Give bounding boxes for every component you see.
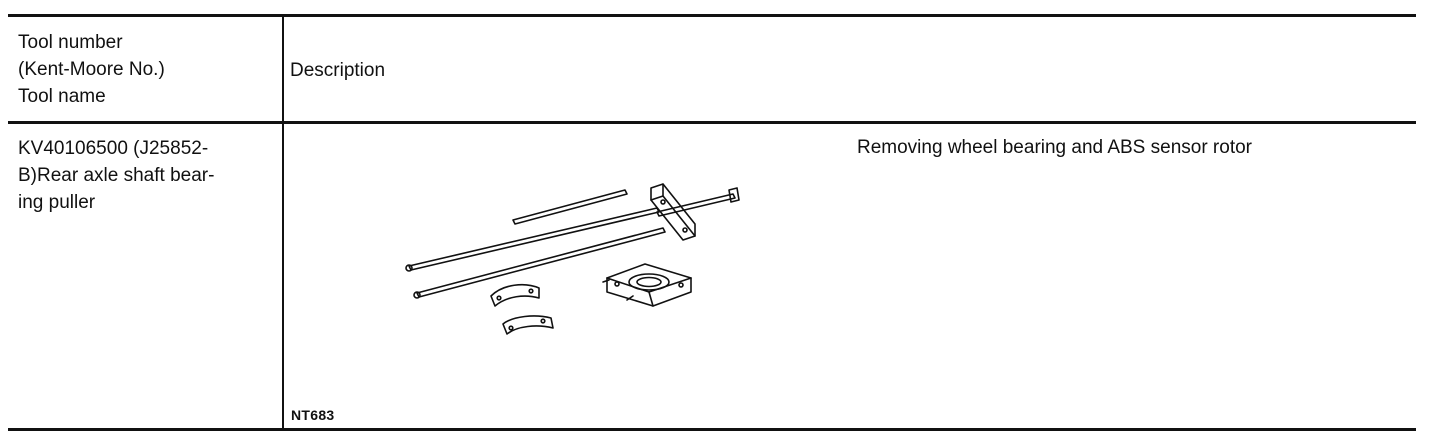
bottom-rule (8, 428, 1416, 431)
tool-line: KV40106500 (J25852- (18, 138, 209, 159)
top-rule (8, 14, 1416, 17)
bearing-puller-illustration (405, 183, 740, 335)
column-divider (282, 14, 284, 431)
header-tool-column: Tool number (Kent-Moore No.) Tool name (18, 29, 165, 110)
illustration-code: NT683 (291, 407, 335, 423)
tool-line: ing puller (18, 192, 96, 213)
header-rule (8, 121, 1416, 124)
header-description: Description (290, 60, 386, 81)
header-line: Tool number (18, 32, 123, 53)
tool-description: Removing wheel bearing and ABS sensor ro… (857, 137, 1253, 158)
header-line: Tool name (18, 86, 106, 107)
header-line: (Kent-Moore No.) (18, 59, 165, 80)
tool-line: B)Rear axle shaft bear- (18, 165, 215, 186)
tool-name-cell: KV40106500 (J25852- B)Rear axle shaft be… (18, 135, 214, 216)
